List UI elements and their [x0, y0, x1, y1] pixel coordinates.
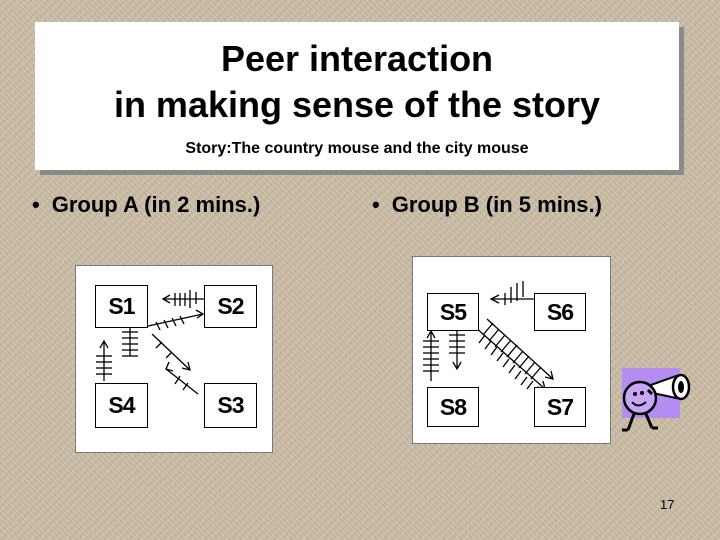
- group-a-diagram: S1 S2 S4 S3: [75, 265, 273, 453]
- student-s2: S2: [204, 285, 257, 328]
- bullet-group-a: • Group A (in 2 mins.): [32, 192, 260, 218]
- bullet-group-b-text: Group B (in 5 mins.): [391, 192, 602, 217]
- student-s5: S5: [427, 293, 479, 331]
- group-b-interaction-arrows: [423, 281, 554, 390]
- bullet-group-a-text: Group A (in 2 mins.): [51, 192, 261, 217]
- bullet-group-b: • Group B (in 5 mins.): [372, 192, 602, 218]
- bullet-marker: •: [32, 192, 40, 217]
- slide-title-line-2: in making sense of the story: [113, 84, 601, 125]
- student-s6: S6: [534, 293, 586, 331]
- group-b-diagram: S5 S6 S8 S7: [412, 256, 611, 444]
- student-s8: S8: [427, 387, 479, 427]
- student-s7: S7: [534, 387, 586, 427]
- slide-subtitle: Story:The country mouse and the city mou…: [185, 140, 529, 157]
- title-box: Peer interaction in making sense of the …: [35, 22, 679, 170]
- group-a-interaction-arrows: [96, 290, 205, 395]
- student-s1: S1: [95, 285, 148, 328]
- student-s3: S3: [204, 383, 257, 428]
- bullet-marker: •: [372, 192, 380, 217]
- slide-title-line-1: Peer interaction: [220, 38, 494, 79]
- speaker-with-megaphone-icon: [618, 364, 698, 441]
- student-s4: S4: [95, 383, 148, 428]
- page-number: 17: [660, 497, 675, 512]
